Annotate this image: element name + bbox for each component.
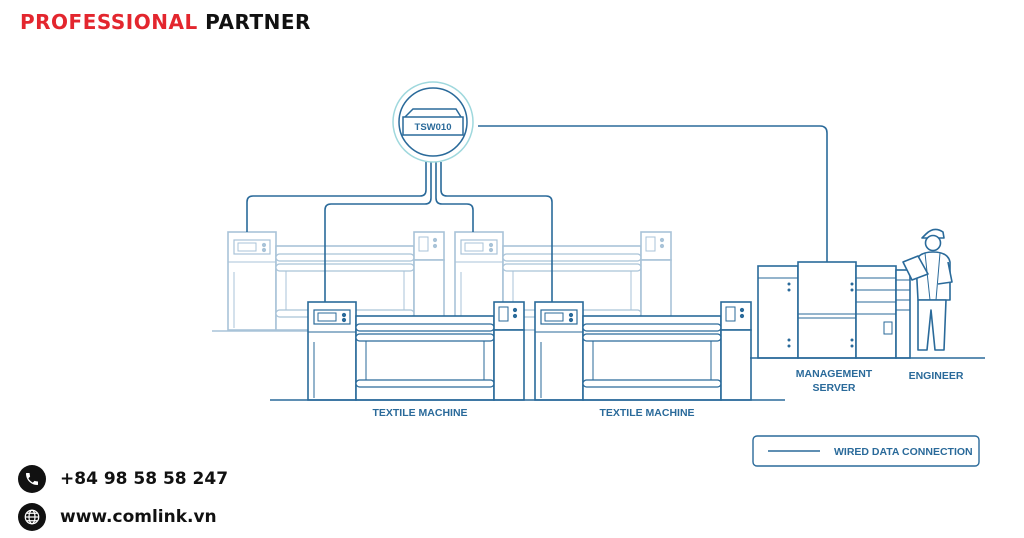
machine-label-1: TEXTILE MACHINE	[372, 407, 467, 419]
engineer-icon	[902, 228, 953, 351]
wired-connections	[246, 125, 828, 302]
title-accent: PROFESSIONAL	[20, 10, 198, 34]
legend-label: WIRED DATA CONNECTION	[834, 446, 973, 458]
server-indicator-lights	[787, 282, 854, 348]
website-link[interactable]: www.comlink.vn	[60, 507, 217, 527]
globe-icon	[18, 503, 46, 531]
switch-icon	[392, 81, 474, 163]
server-label-line1: MANAGEMENT	[796, 368, 873, 380]
server-label-line2: SERVER	[813, 382, 856, 394]
machine-label-2: TEXTILE MACHINE	[599, 407, 694, 419]
management-server	[757, 261, 911, 359]
website-contact: www.comlink.vn	[18, 503, 217, 531]
title-rest: PARTNER	[205, 10, 311, 34]
phone-icon	[18, 465, 46, 493]
switch-label: TSW010	[415, 122, 452, 133]
page-title: PROFESSIONAL PARTNER	[20, 10, 311, 34]
textile-machine-1	[307, 301, 525, 401]
phone-number: +84 98 58 58 247	[60, 469, 229, 489]
textile-machine-2	[534, 301, 752, 401]
background-machines	[212, 231, 672, 332]
legend: WIRED DATA CONNECTION	[752, 435, 980, 467]
engineer-label: ENGINEER	[909, 370, 964, 382]
phone-contact: +84 98 58 58 247	[18, 465, 228, 493]
